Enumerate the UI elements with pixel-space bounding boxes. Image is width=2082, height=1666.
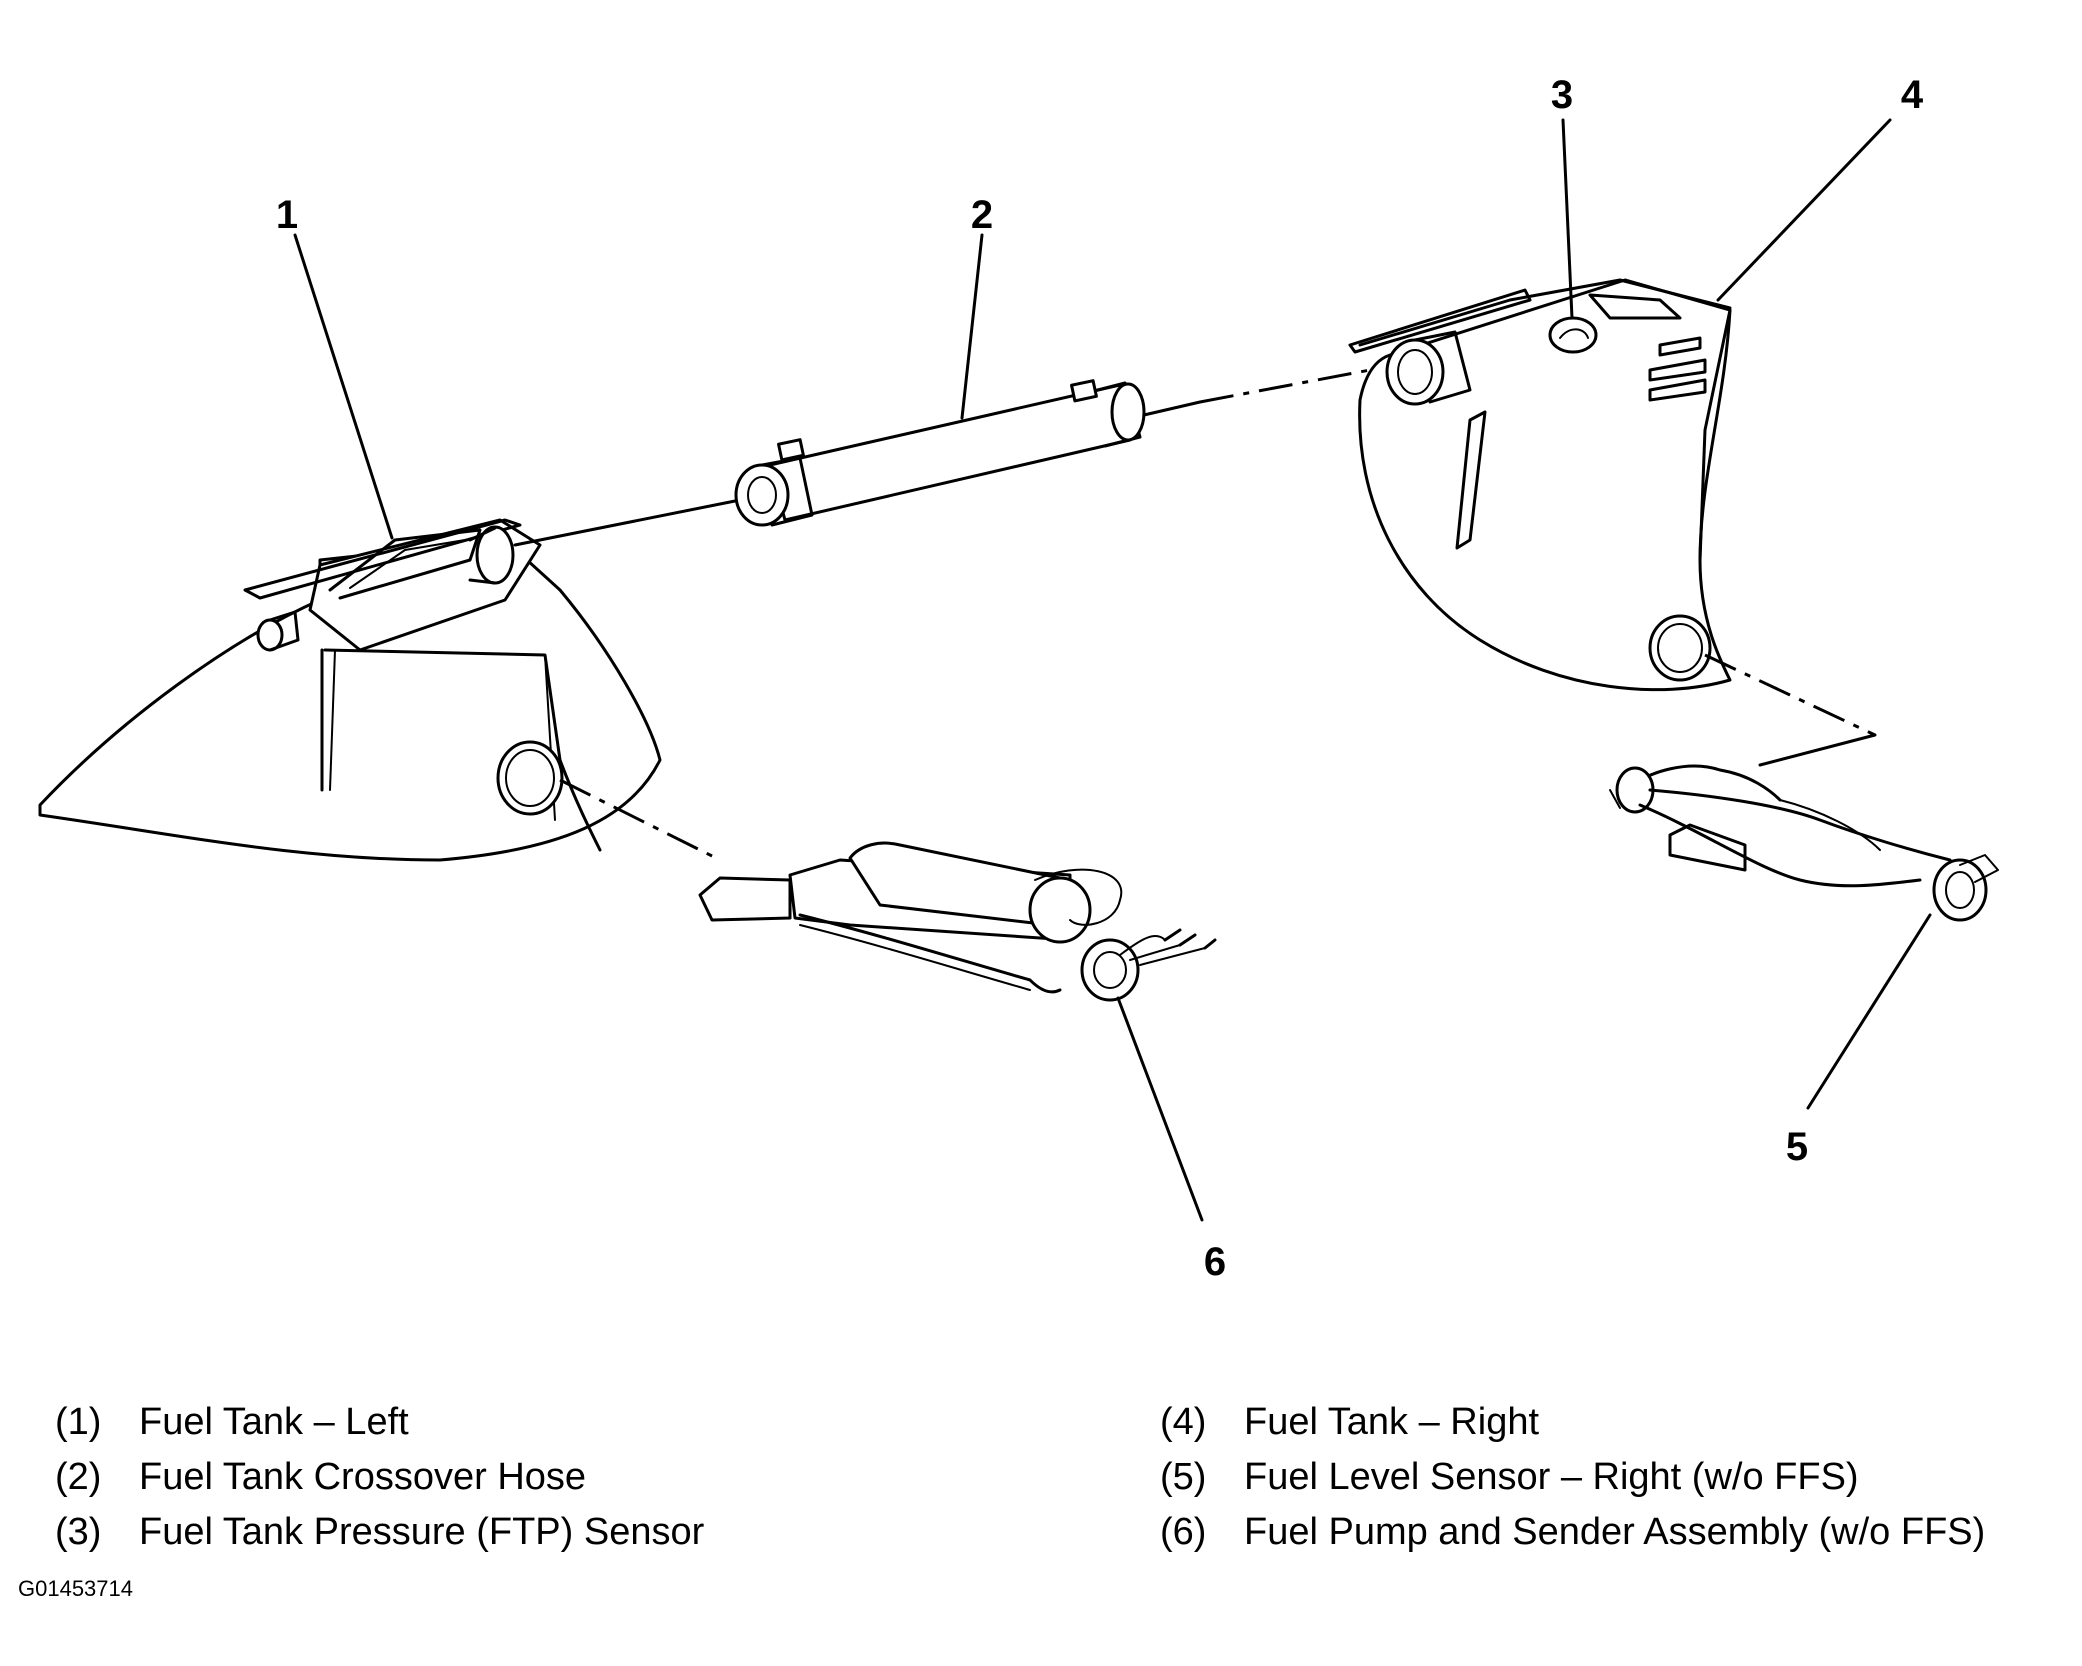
ftp-sensor	[1548, 316, 1598, 354]
legend-item: (4) Fuel Tank – Right	[1160, 1395, 1985, 1450]
line-right-sensor	[1758, 733, 1877, 767]
dashed-line-left-pump	[559, 778, 721, 862]
legend-text: Fuel Tank – Right	[1244, 1401, 1540, 1443]
legend-left-column: (1) Fuel Tank – Left (2) Fuel Tank Cross…	[55, 1395, 704, 1560]
dashed-line-right-sensor	[1704, 653, 1876, 737]
legend-number: (3)	[55, 1511, 102, 1553]
legend-item: (1) Fuel Tank – Left	[55, 1395, 704, 1450]
legend-text: Fuel Pump and Sender Assembly (w/o FFS)	[1244, 1511, 1986, 1553]
legend-item: (5) Fuel Level Sensor – Right (w/o FFS)	[1160, 1450, 1985, 1505]
fuel-tank-left	[38, 518, 662, 862]
callout-1: 1	[276, 193, 298, 237]
callout-5: 5	[1786, 1125, 1808, 1169]
legend-item: (3) Fuel Tank Pressure (FTP) Sensor	[55, 1505, 704, 1560]
callout-4: 4	[1901, 73, 1924, 117]
legend-number: (4)	[1160, 1401, 1207, 1443]
legend-number: (2)	[55, 1456, 102, 1498]
fuel-tank-right	[1348, 278, 1732, 692]
fuel-pump-sender-assembly	[698, 841, 1217, 1002]
fuel-level-sensor-right	[1609, 764, 1999, 922]
legend-item: (6) Fuel Pump and Sender Assembly (w/o F…	[1160, 1505, 1985, 1560]
legend-text: Fuel Tank Pressure (FTP) Sensor	[139, 1511, 705, 1553]
legend-text: Fuel Tank Crossover Hose	[139, 1456, 587, 1498]
legend-number: (5)	[1160, 1456, 1207, 1498]
figure-id: G01453714	[18, 1576, 133, 1601]
callout-numbers: 1 2 3 4 5 6	[276, 73, 1924, 1284]
legend-text: Fuel Level Sensor – Right (w/o FFS)	[1244, 1456, 1859, 1498]
legend-number: (1)	[55, 1401, 102, 1443]
leader-lines	[293, 118, 1932, 1222]
legend-right-column: (4) Fuel Tank – Right (5) Fuel Level Sen…	[1160, 1395, 1985, 1560]
legend-item: (2) Fuel Tank Crossover Hose	[55, 1450, 704, 1505]
legend-number: (6)	[1160, 1511, 1207, 1553]
legend-text: Fuel Tank – Left	[139, 1401, 409, 1443]
callout-2: 2	[971, 193, 993, 237]
callout-6: 6	[1204, 1240, 1226, 1284]
crossover-hose	[513, 368, 1371, 547]
callout-3: 3	[1551, 73, 1573, 117]
